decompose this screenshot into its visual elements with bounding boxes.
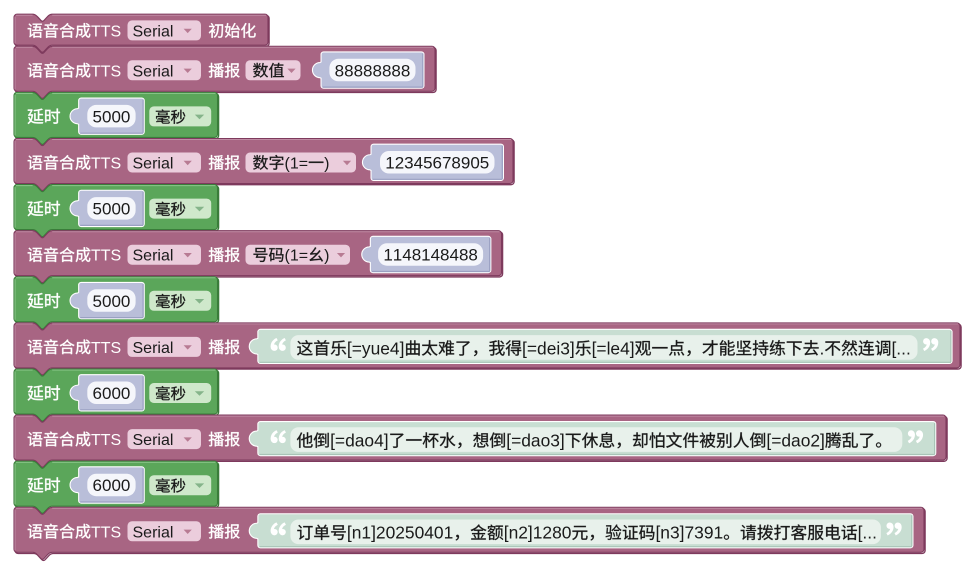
svg-text:Serial: Serial xyxy=(133,248,174,265)
svg-text:5000: 5000 xyxy=(93,107,131,126)
svg-text:TTS: TTS xyxy=(91,340,121,357)
svg-text:[...: [... xyxy=(858,523,877,543)
svg-text:[...: [... xyxy=(891,338,910,358)
svg-text:TTS: TTS xyxy=(91,156,121,173)
svg-text:[=dao4]: [=dao4] xyxy=(330,431,389,451)
svg-text:6000: 6000 xyxy=(93,384,131,403)
svg-text:(1=: (1= xyxy=(285,156,309,173)
svg-text:TTS: TTS xyxy=(91,63,121,80)
svg-text:.: . xyxy=(819,338,824,358)
svg-text:Serial: Serial xyxy=(133,340,174,357)
svg-text:Serial: Serial xyxy=(133,63,174,80)
svg-text:[=dei3]: [=dei3] xyxy=(522,338,575,358)
svg-text:): ) xyxy=(324,248,329,265)
svg-text:[n2]1280: [n2]1280 xyxy=(504,523,572,543)
svg-text:Serial: Serial xyxy=(133,24,174,41)
svg-text:TTS: TTS xyxy=(91,432,121,449)
svg-text:12345678905: 12345678905 xyxy=(385,154,489,173)
svg-text:[n3]7391: [n3]7391 xyxy=(655,523,723,543)
svg-text:5000: 5000 xyxy=(93,200,131,219)
svg-text:[=dao3]: [=dao3] xyxy=(506,431,565,451)
svg-text:1148148488: 1148148488 xyxy=(383,246,478,265)
svg-text:[=dao2]: [=dao2] xyxy=(766,431,825,451)
svg-text:Serial: Serial xyxy=(133,432,174,449)
svg-text:TTS: TTS xyxy=(91,24,121,41)
svg-text:88888888: 88888888 xyxy=(335,61,411,80)
svg-text:5000: 5000 xyxy=(93,292,131,311)
svg-text:[=yue4]: [=yue4] xyxy=(347,338,405,358)
svg-text:Serial: Serial xyxy=(133,524,174,541)
svg-text:TTS: TTS xyxy=(91,524,121,541)
svg-text:TTS: TTS xyxy=(91,248,121,265)
svg-text:): ) xyxy=(324,156,329,173)
svg-text:6000: 6000 xyxy=(93,476,131,495)
svg-text:[n1]20250401: [n1]20250401 xyxy=(347,523,453,543)
svg-text:[=le4]: [=le4] xyxy=(592,338,635,358)
svg-text:Serial: Serial xyxy=(133,156,174,173)
svg-text:(1=: (1= xyxy=(285,248,309,265)
